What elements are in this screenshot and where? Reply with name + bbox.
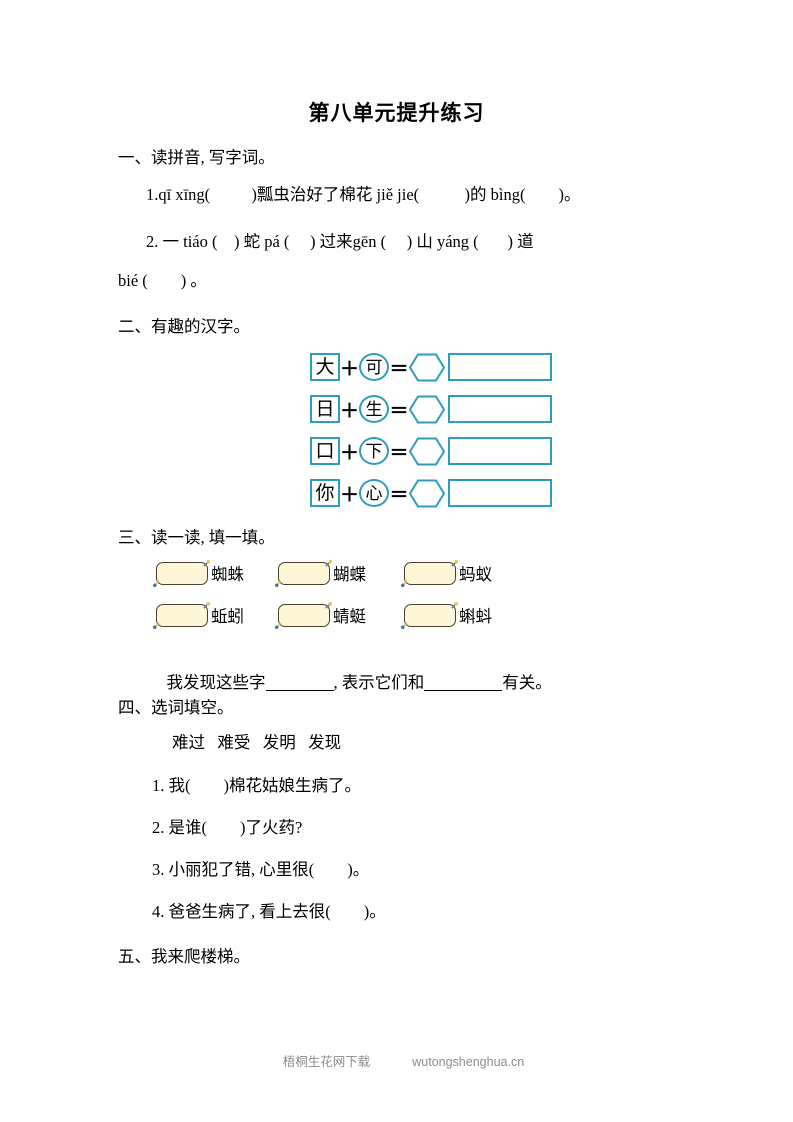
insect-note-item: 蚯蚓 bbox=[153, 601, 244, 629]
answer-hexagon[interactable] bbox=[409, 395, 445, 424]
equals-icon: ＝ bbox=[389, 400, 409, 422]
equation-right-char: 心 bbox=[359, 479, 389, 507]
pin-icon bbox=[153, 579, 160, 587]
equals-icon: ＝ bbox=[389, 484, 409, 506]
insect-note-item: 蚂蚁 bbox=[401, 559, 492, 587]
answer-word-box[interactable] bbox=[448, 479, 552, 507]
equation-left-char: 你 bbox=[310, 479, 340, 507]
insect-note-item: 蝌蚪 bbox=[401, 601, 492, 629]
section-4-question-1: 1. 我( )棉花姑娘生病了。 bbox=[152, 776, 361, 795]
section-1-item-3: bié ( ) 。 bbox=[118, 271, 207, 290]
insect-label: 蜻蜓 bbox=[333, 607, 366, 626]
section-1-item-2: 2. 一 tiáo ( ) 蛇 pá ( ) 过来gēn ( ) 山 yáng … bbox=[146, 232, 534, 251]
pin-icon bbox=[451, 601, 458, 609]
plus-icon: ＋ bbox=[340, 484, 360, 506]
equation-right-char: 可 bbox=[359, 353, 389, 381]
equation-left-char: 日 bbox=[310, 395, 340, 423]
sentence-part-1: 我发现这些字 bbox=[166, 673, 266, 692]
section-1-item-1: 1.qī xīng( )瓢虫治好了棉花 jiě jie( )的 bìng( )。 bbox=[146, 185, 581, 204]
pin-icon bbox=[401, 621, 408, 629]
section-heading-1: 一、读拼音, 写字词。 bbox=[118, 148, 275, 167]
answer-hexagon[interactable] bbox=[409, 479, 445, 508]
section-heading-2: 二、有趣的汉字。 bbox=[118, 317, 250, 336]
hanzi-equation-row: 你 ＋ 心 ＝ bbox=[310, 478, 552, 508]
sentence-blank-1[interactable] bbox=[265, 690, 334, 691]
insect-label: 蜘蛛 bbox=[211, 565, 244, 584]
equals-icon: ＝ bbox=[389, 442, 409, 464]
pin-icon bbox=[203, 601, 210, 609]
answer-hexagon[interactable] bbox=[409, 437, 445, 466]
note-answer-box[interactable] bbox=[401, 559, 458, 587]
insect-note-item: 蝴蝶 bbox=[275, 559, 366, 587]
insect-label: 蝌蚪 bbox=[459, 607, 492, 626]
answer-word-box[interactable] bbox=[448, 437, 552, 465]
equation-right-char: 下 bbox=[359, 437, 389, 465]
insect-note-item: 蜻蜓 bbox=[275, 601, 366, 629]
footer-label: 梧桐生花网下载 bbox=[282, 1055, 371, 1069]
insect-label: 蚂蚁 bbox=[459, 565, 492, 584]
insect-note-item: 蜘蛛 bbox=[153, 559, 244, 587]
section-heading-5: 五、我来爬楼梯。 bbox=[118, 947, 250, 966]
note-answer-box[interactable] bbox=[275, 601, 332, 629]
pin-icon bbox=[325, 559, 332, 567]
equation-left-char: 口 bbox=[310, 437, 340, 465]
insect-label: 蝴蝶 bbox=[333, 565, 366, 584]
answer-word-box[interactable] bbox=[448, 395, 552, 423]
answer-word-box[interactable] bbox=[448, 353, 552, 381]
plus-icon: ＋ bbox=[340, 358, 360, 380]
page-title: 第八单元提升练习 bbox=[308, 102, 485, 125]
hanzi-equation-row: 日 ＋ 生 ＝ bbox=[310, 394, 552, 424]
note-answer-box[interactable] bbox=[153, 601, 210, 629]
word-bank: 难过 难受 发明 发现 bbox=[172, 733, 342, 752]
pin-icon bbox=[275, 621, 282, 629]
footer: 梧桐生花网下载 wutongshenghua.cn bbox=[0, 1037, 793, 1084]
sentence-part-2: , 表示它们和 bbox=[333, 673, 425, 692]
sentence-blank-2[interactable] bbox=[424, 690, 503, 691]
pin-icon bbox=[451, 559, 458, 567]
note-answer-box[interactable] bbox=[275, 559, 332, 587]
insect-label: 蚯蚓 bbox=[211, 607, 244, 626]
pin-icon bbox=[153, 621, 160, 629]
plus-icon: ＋ bbox=[340, 400, 360, 422]
pin-icon bbox=[203, 559, 210, 567]
sentence-part-3: 有关。 bbox=[502, 673, 552, 692]
pin-icon bbox=[325, 601, 332, 609]
section-4-question-4: 4. 爸爸生病了, 看上去很( )。 bbox=[152, 902, 386, 921]
section-4-question-2: 2. 是谁( )了火药? bbox=[152, 818, 303, 837]
hanzi-equation-row: 大 ＋ 可 ＝ bbox=[310, 352, 552, 382]
pin-icon bbox=[275, 579, 282, 587]
note-answer-box[interactable] bbox=[153, 559, 210, 587]
section-heading-4: 四、选词填空。 bbox=[118, 698, 234, 717]
section-heading-3: 三、读一读, 填一填。 bbox=[118, 528, 275, 547]
pin-icon bbox=[401, 579, 408, 587]
footer-site: wutongshenghua.cn bbox=[412, 1055, 525, 1069]
equation-right-char: 生 bbox=[359, 395, 389, 423]
equals-icon: ＝ bbox=[389, 358, 409, 380]
plus-icon: ＋ bbox=[340, 442, 360, 464]
hanzi-equation-row: 口 ＋ 下 ＝ bbox=[310, 436, 552, 466]
note-answer-box[interactable] bbox=[401, 601, 458, 629]
section-3-sentence: 我发现这些字 , 表示它们和 有关。 bbox=[150, 650, 552, 716]
section-4-question-3: 3. 小丽犯了错, 心里很( )。 bbox=[152, 860, 370, 879]
equation-left-char: 大 bbox=[310, 353, 340, 381]
answer-hexagon[interactable] bbox=[409, 353, 445, 382]
